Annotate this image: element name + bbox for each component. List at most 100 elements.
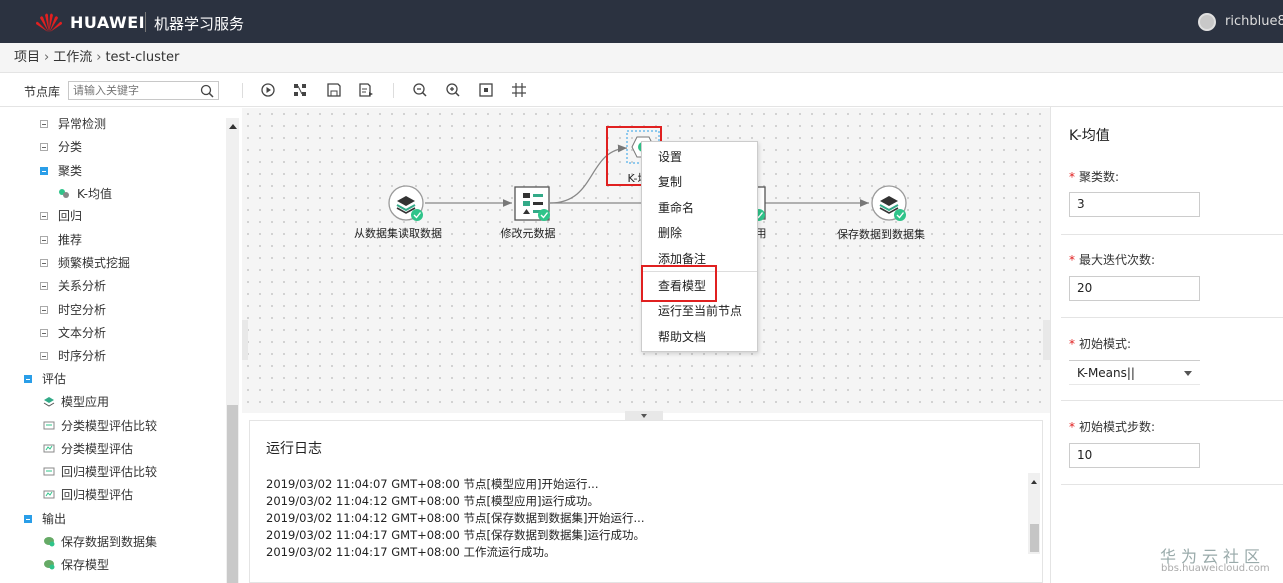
- collapse-icon[interactable]: [24, 375, 32, 383]
- tree-item-spatiotemporal[interactable]: 时空分析: [40, 300, 106, 320]
- breadcrumb-separator: ›: [44, 50, 50, 65]
- expand-icon[interactable]: [40, 352, 48, 360]
- collapse-icon[interactable]: [40, 167, 48, 175]
- log-scrollbar-thumb[interactable]: [1030, 524, 1039, 552]
- tree-item-timeseries[interactable]: 时序分析: [40, 346, 106, 366]
- breadcrumb-workflow[interactable]: 工作流: [53, 50, 93, 65]
- collapse-left-handle[interactable]: [242, 320, 248, 360]
- tree-item-regression[interactable]: 回归: [40, 206, 82, 226]
- zoom-in-icon[interactable]: [445, 82, 461, 98]
- save-as-icon[interactable]: [358, 82, 374, 98]
- tree-item-text[interactable]: 文本分析: [40, 323, 106, 343]
- fit-icon[interactable]: [478, 82, 494, 98]
- tree-item-relation[interactable]: 关系分析: [40, 276, 106, 296]
- field-label-init-mode: *初始模式:: [1069, 337, 1132, 351]
- required-marker: *: [1069, 170, 1075, 184]
- tree-item-classification-compare[interactable]: 分类模型评估比较: [43, 416, 157, 436]
- menu-item-settings[interactable]: 设置: [658, 150, 683, 164]
- tree-scrollbar-thumb[interactable]: [227, 405, 238, 583]
- evaluate-icon: [43, 444, 55, 453]
- tree-item-regression-evaluate[interactable]: 回归模型评估: [43, 485, 133, 505]
- node-label-read-dataset: 从数据集读取数据: [354, 227, 442, 240]
- evaluate-icon: [43, 490, 55, 499]
- log-title: 运行日志: [266, 441, 322, 457]
- menu-item-rename[interactable]: 重命名: [658, 201, 695, 215]
- chevron-down-icon[interactable]: [641, 414, 647, 418]
- log-line: 2019/03/02 11:04:07 GMT+08:00 节点[模型应用]开始…: [266, 477, 599, 491]
- scroll-up-icon[interactable]: [1031, 480, 1037, 484]
- grid-icon[interactable]: [511, 82, 527, 98]
- tree-item-classification-evaluate[interactable]: 分类模型评估: [43, 439, 133, 459]
- tree-item-output[interactable]: 输出: [24, 509, 66, 529]
- expand-icon[interactable]: [40, 282, 48, 290]
- menu-item-help-docs[interactable]: 帮助文档: [658, 330, 707, 344]
- node-label-model-apply: 用: [755, 227, 767, 240]
- divider: [1061, 317, 1283, 318]
- init-steps-input[interactable]: 10: [1069, 443, 1200, 468]
- tree-item-save-dataset[interactable]: 保存数据到数据集: [43, 532, 157, 552]
- tree-item-evaluation[interactable]: 评估: [24, 369, 66, 389]
- toolbar: 节点库: [0, 73, 1283, 107]
- expand-icon[interactable]: [40, 329, 48, 337]
- compare-icon: [43, 421, 55, 430]
- run-icon[interactable]: [260, 82, 276, 98]
- service-name[interactable]: 机器学习服务: [154, 15, 245, 33]
- breadcrumb: 项目›工作流›test-cluster: [0, 43, 1283, 73]
- node-label-modify-metadata: 修改元数据: [500, 227, 556, 240]
- avatar[interactable]: [1198, 13, 1216, 31]
- tree-item-save-model[interactable]: 保存模型: [43, 555, 109, 575]
- menu-item-view-model[interactable]: 查看模型: [658, 279, 707, 293]
- menu-item-run-to-node[interactable]: 运行至当前节点: [658, 304, 743, 318]
- username[interactable]: richblue88: [1225, 14, 1283, 29]
- tree-item-clustering[interactable]: 聚类: [40, 161, 82, 181]
- breadcrumb-project[interactable]: 项目: [14, 50, 41, 65]
- tree-item-classification[interactable]: 分类: [40, 137, 82, 157]
- tree-item-frequent-pattern[interactable]: 频繁模式挖掘: [40, 253, 130, 273]
- expand-icon[interactable]: [40, 212, 48, 220]
- menu-item-copy[interactable]: 复制: [658, 175, 683, 189]
- tree-item-kmeans[interactable]: K-均值: [58, 184, 112, 204]
- properties-panel: K-均值 *聚类数: 3 *最大迭代次数: 20 *初始模式: K-Means|…: [1050, 107, 1283, 583]
- save-dataset-icon: [44, 537, 55, 547]
- divider: [1061, 484, 1283, 485]
- tree-item-model-apply[interactable]: 模型应用: [43, 392, 109, 412]
- collapse-right-handle[interactable]: [1043, 320, 1050, 360]
- scroll-up-icon[interactable]: [229, 124, 237, 129]
- expand-icon[interactable]: [40, 306, 48, 314]
- expand-icon[interactable]: [40, 120, 48, 128]
- expand-icon[interactable]: [40, 236, 48, 244]
- tree-item-regression-compare[interactable]: 回归模型评估比较: [43, 462, 157, 482]
- layout-icon[interactable]: [292, 82, 308, 98]
- breadcrumb-separator: ›: [96, 50, 102, 65]
- menu-item-add-note[interactable]: 添加备注: [658, 252, 707, 266]
- field-label-cluster-count: *聚类数:: [1069, 170, 1120, 184]
- expand-icon[interactable]: [40, 143, 48, 151]
- tree-item-recommendation[interactable]: 推荐: [40, 230, 82, 250]
- required-marker: *: [1069, 420, 1075, 434]
- node-read-dataset[interactable]: [388, 185, 424, 221]
- kmeans-icon: [59, 189, 69, 198]
- expand-icon[interactable]: [40, 259, 48, 267]
- init-mode-select[interactable]: K-Means||: [1069, 360, 1200, 385]
- field-label-max-iterations: *最大迭代次数:: [1069, 253, 1156, 267]
- watermark-url: bbs.huaweicloud.com: [1161, 563, 1270, 574]
- node-modify-metadata[interactable]: [514, 186, 550, 221]
- cluster-count-input[interactable]: 3: [1069, 192, 1200, 217]
- max-iterations-input[interactable]: 20: [1069, 276, 1200, 301]
- edge-meta-to-kmeans: [549, 144, 628, 204]
- node-search-box[interactable]: [68, 81, 219, 100]
- collapse-icon[interactable]: [24, 515, 32, 523]
- menu-item-delete[interactable]: 删除: [658, 226, 683, 240]
- tree-item-anomaly[interactable]: 异常检测: [40, 114, 106, 134]
- required-marker: *: [1069, 253, 1075, 267]
- zoom-out-icon[interactable]: [412, 82, 428, 98]
- toolbar-divider: [242, 83, 243, 98]
- node-library-label: 节点库: [24, 85, 61, 99]
- huawei-logo-icon: [36, 13, 62, 32]
- save-icon[interactable]: [326, 82, 342, 98]
- chevron-down-icon[interactable]: [1184, 371, 1192, 376]
- divider: [1061, 234, 1283, 235]
- node-save-dataset[interactable]: [871, 185, 907, 221]
- search-input[interactable]: [73, 83, 191, 98]
- search-icon[interactable]: [200, 84, 214, 98]
